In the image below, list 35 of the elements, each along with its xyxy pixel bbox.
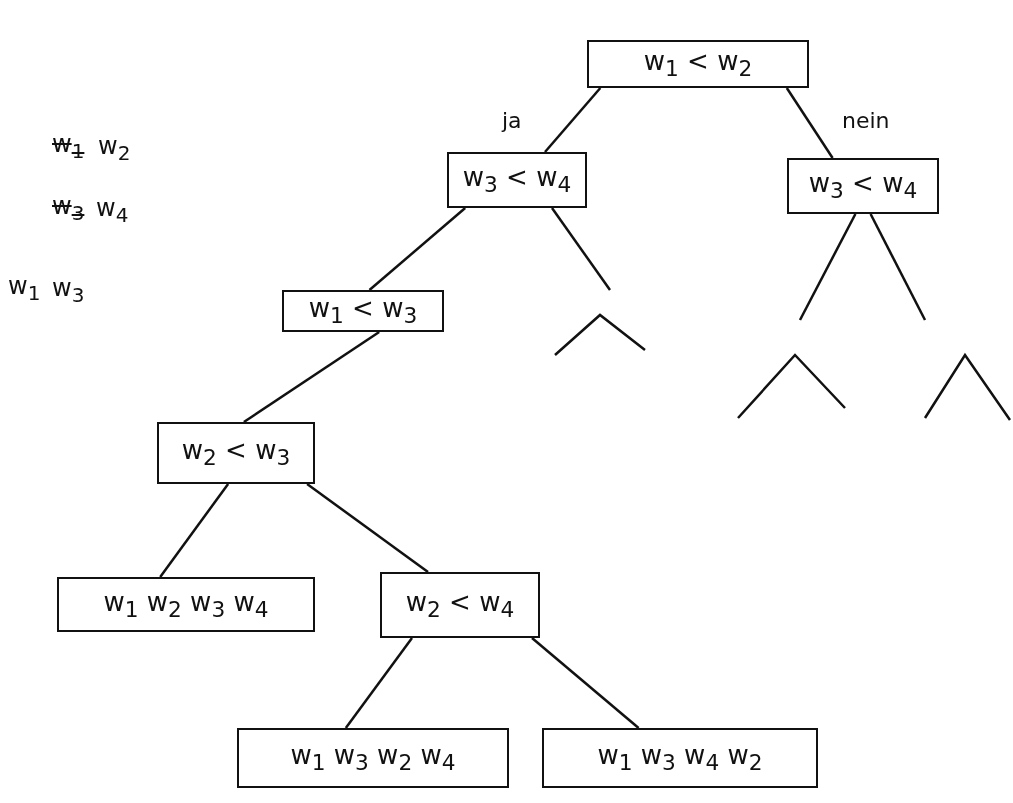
branch-line: [869, 213, 927, 321]
decision-box: [542, 728, 818, 788]
variable-label: w$_{3}$: [52, 274, 85, 307]
branch-line: [159, 483, 230, 578]
decision-box: [157, 422, 315, 484]
node-text: w$_{1}$ < w$_{2}$: [643, 46, 753, 82]
decision-box: [447, 152, 587, 208]
variable-label: w$_{2}$: [98, 132, 131, 165]
branch-line: [344, 637, 413, 729]
crossed-out-label: w$_{3}$: [52, 192, 85, 225]
node-text: w$_{3}$ < w$_{4}$: [462, 162, 572, 198]
node-text: w$_{1}$ w$_{2}$ w$_{3}$ w$_{4}$: [103, 586, 269, 623]
node-text: w$_{1}$ w$_{3}$ w$_{4}$ w$_{2}$: [597, 740, 763, 776]
decision-box: [587, 40, 809, 88]
branch-line: [368, 207, 466, 291]
branch-line: [798, 213, 857, 321]
branch-line: [243, 330, 380, 424]
decision-box: [380, 572, 540, 638]
decision-box: [787, 158, 939, 214]
decision-box: [237, 728, 509, 788]
decision-box: [282, 290, 444, 332]
branch-line: [544, 87, 602, 153]
variable-label: w$_{4}$: [96, 194, 129, 227]
variable-label: w$_{1}$: [8, 272, 41, 305]
branch-line: [306, 483, 429, 573]
node-text: w$_{2}$ < w$_{3}$: [181, 435, 291, 471]
crossed-out-label: w$_{1}$: [52, 130, 85, 163]
node-text: w$_{2}$ < w$_{4}$: [405, 587, 515, 623]
decision-box: [57, 577, 315, 632]
branch-line: [551, 207, 611, 291]
branch-line: [531, 637, 640, 729]
branch-line: [785, 87, 834, 159]
node-text: w$_{3}$ < w$_{4}$: [808, 168, 918, 204]
node-text: w$_{1}$ w$_{3}$ w$_{2}$ w$_{4}$: [290, 740, 456, 776]
node-text: w$_{1}$ < w$_{3}$: [308, 293, 418, 329]
